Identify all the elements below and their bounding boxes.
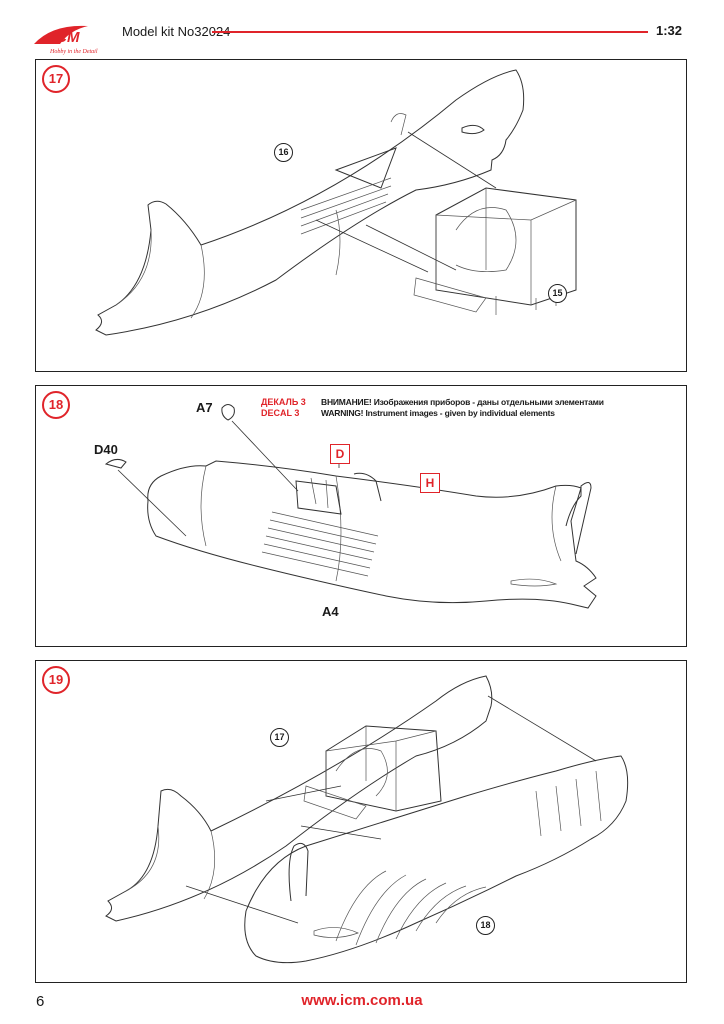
decal-en-label: DECAL 3 bbox=[261, 408, 300, 418]
icm-logo-graphic: ICM Hobby in the Detail bbox=[34, 25, 98, 55]
header-divider bbox=[212, 31, 648, 33]
kit-title: Model kit No32024 bbox=[122, 24, 231, 39]
step-19-panel: 19 17 18 bbox=[35, 660, 687, 983]
step-17-panel: 17 16 15 bbox=[35, 59, 687, 372]
ref-step-17: 17 bbox=[270, 728, 289, 747]
ref-step-15: 15 bbox=[548, 284, 567, 303]
decal-ru-label: ДЕКАЛЬ 3 bbox=[261, 397, 306, 407]
part-d40-label: D40 bbox=[94, 442, 118, 457]
step-number-badge: 17 bbox=[42, 65, 70, 93]
svg-text:Hobby in the Detail: Hobby in the Detail bbox=[49, 49, 98, 55]
website-link[interactable]: www.icm.com.ua bbox=[301, 992, 423, 1009]
ref-step-16: 16 bbox=[274, 143, 293, 162]
callout-h: H bbox=[420, 473, 440, 493]
warning-en-text: WARNING! Instrument images - given by in… bbox=[321, 408, 555, 418]
part-a7-label: A7 bbox=[196, 400, 213, 415]
ref-step-18: 18 bbox=[476, 916, 495, 935]
warning-ru-text: ВНИМАНИЕ! Изображения приборов - даны от… bbox=[321, 397, 604, 407]
fuselage-left-half-drawing bbox=[95, 69, 577, 336]
step-number-badge: 18 bbox=[42, 391, 70, 419]
fuselage-assembly-drawing bbox=[105, 675, 629, 964]
svg-text:ICM: ICM bbox=[52, 29, 80, 46]
step-18-panel: 18 A7 ДЕКАЛЬ 3 DECAL 3 ВНИМАНИЕ! Изображ… bbox=[35, 385, 687, 647]
icm-logo: ICM Hobby in the Detail bbox=[30, 18, 110, 58]
step-number-badge: 19 bbox=[42, 666, 70, 694]
kit-scale: 1:32 bbox=[656, 23, 683, 38]
page-number: 6 bbox=[36, 993, 45, 1010]
part-a4-label: A4 bbox=[322, 604, 339, 619]
fuselage-right-half-drawing bbox=[104, 404, 597, 609]
callout-d: D bbox=[330, 444, 350, 464]
